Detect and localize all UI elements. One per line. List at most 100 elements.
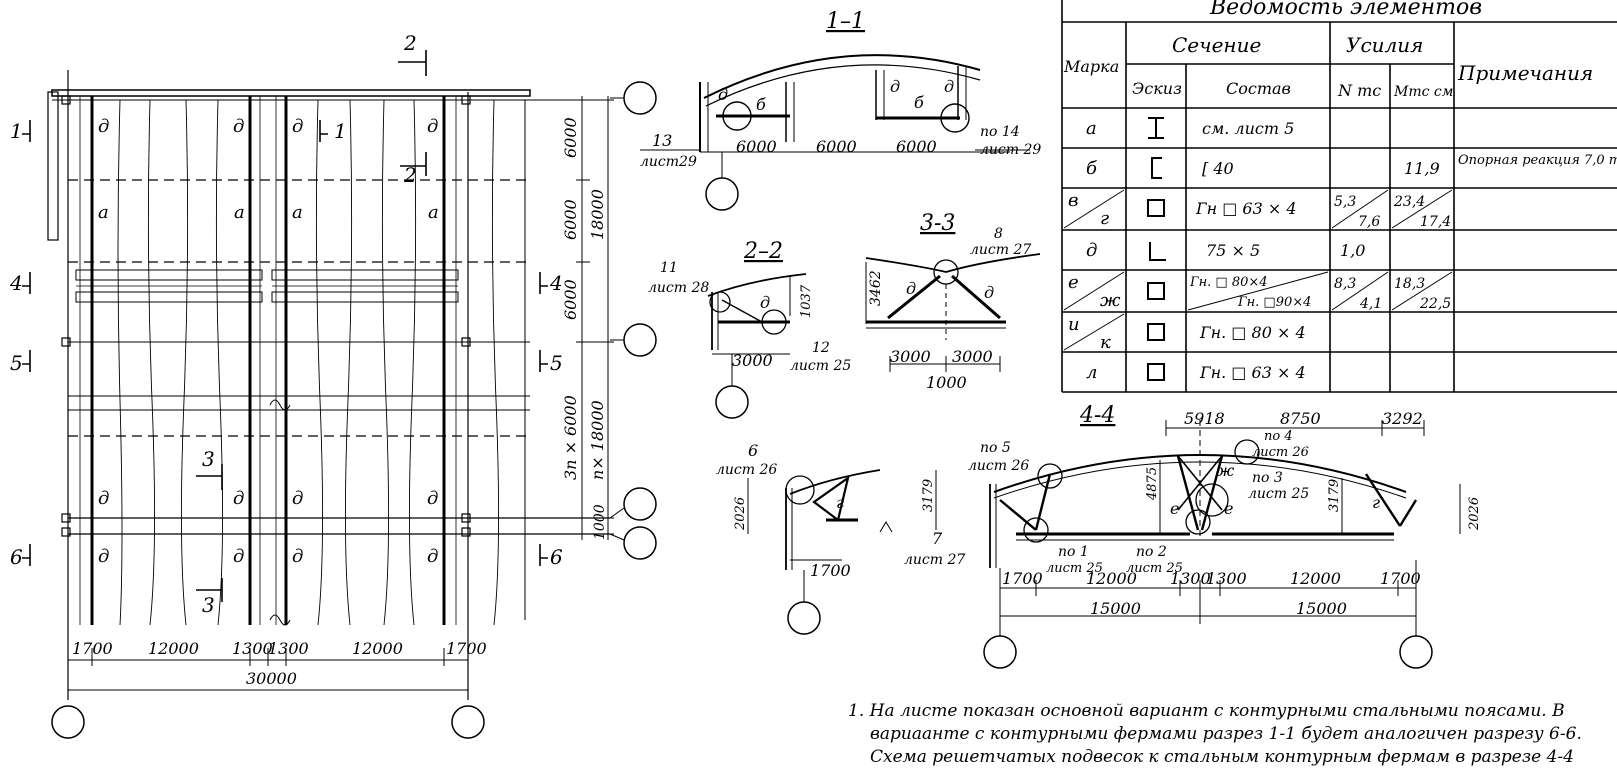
row-mark2: г xyxy=(1100,208,1109,229)
row-comp: Гн. □ 63 × 4 xyxy=(1199,363,1306,382)
th-n: N тс xyxy=(1337,81,1381,100)
mark-d: д xyxy=(98,546,109,567)
s11-mark: д xyxy=(890,77,900,96)
s11-leader-left-num: 13 xyxy=(652,131,672,150)
s11-mark: б xyxy=(914,93,924,112)
row-mark: в xyxy=(1068,190,1078,211)
s44-dim-1300a: 1300 xyxy=(1170,569,1211,588)
mark-d: д xyxy=(233,116,244,137)
cut-label-5: 5 xyxy=(10,351,23,375)
section-2-2 xyxy=(707,273,807,419)
s22-dim-vert: 1037 xyxy=(799,284,814,318)
s44-leader-1-num: по 5 xyxy=(980,440,1011,456)
s11-dim-b: 6000 xyxy=(816,137,857,156)
s44-dim-total-b: 15000 xyxy=(1296,599,1347,618)
s11-dim-c: 6000 xyxy=(896,137,937,156)
section-4-4-title: 4-4 xyxy=(1079,403,1115,428)
row-comp: Гн. □ 80×4 xyxy=(1189,275,1268,290)
row-mark2: ж xyxy=(1100,290,1121,311)
th-forces: Усилия xyxy=(1346,33,1423,57)
row-m: 11,9 xyxy=(1404,159,1440,178)
s44-leader-2-num: по 4 xyxy=(1264,429,1293,444)
row-mark: е xyxy=(1068,272,1079,293)
dim-plan-1700a: 1700 xyxy=(72,639,113,658)
cut-label-2: 2 xyxy=(403,31,417,55)
s22-leader-a-sheet: лист 28 xyxy=(648,280,709,296)
row-n: 8,3 xyxy=(1334,276,1356,292)
row-mark: л xyxy=(1086,362,1097,383)
mark-a: а xyxy=(292,202,303,223)
s44-dim-1300b: 1300 xyxy=(1206,569,1247,588)
dim-right-n18000: n× 18000 xyxy=(588,400,607,480)
elements-table xyxy=(1061,0,1617,393)
dim-right-6000a: 6000 xyxy=(561,117,580,158)
th-sketch: Эскиз xyxy=(1132,79,1182,98)
s33-mark: д xyxy=(906,279,916,298)
table-title: Ведомость элементов xyxy=(1209,0,1482,20)
s11-leader-right-sheet: лист 29 xyxy=(980,142,1041,158)
dim-plan-total: 30000 xyxy=(246,669,297,688)
s44-dim-2026: 2026 xyxy=(1467,497,1482,531)
s44-dim-top-a: 5918 xyxy=(1184,409,1225,428)
cut-label-2b: 2 xyxy=(403,163,417,187)
section-4-4-labels: 4-4 5918 8750 3292 1700 12000 1300 1300 … xyxy=(968,403,1482,618)
s44-leader-4-sheet: лист 25 xyxy=(1046,561,1103,576)
th-mark: Марка xyxy=(1063,57,1119,76)
row-comp: см. лист 5 xyxy=(1202,119,1294,138)
s22-leader-a-num: 11 xyxy=(660,260,678,276)
footnote: 1. На листе показан основной вариант с к… xyxy=(848,700,1608,769)
s11-leader-left-sheet: лист29 xyxy=(640,154,697,170)
s11-leader-right-num: по 14 xyxy=(980,124,1020,140)
row-mark: б xyxy=(1086,158,1098,179)
row-m2: 22,5 xyxy=(1419,296,1451,312)
detail-leader-b-num: 7 xyxy=(932,529,943,548)
plan-labels: 1 4 5 6 1 4 5 6 2 2 3 3 д д д д а а а а … xyxy=(9,31,608,688)
cut-label-3b: 3 xyxy=(202,593,215,617)
s33-dim-a: 3000 xyxy=(890,347,931,366)
s22-mark: д xyxy=(760,293,770,312)
mark-d: д xyxy=(233,546,244,567)
section-3-3-labels: 3-3 8 лист 27 3000 3000 1000 3462 д д xyxy=(868,211,1031,392)
mark-d: д xyxy=(427,116,438,137)
s22-leader-b-num: 12 xyxy=(812,340,830,356)
detail-dim-2026: 2026 xyxy=(733,497,748,531)
row-comp: Гн. □ 80 × 4 xyxy=(1199,323,1306,342)
th-m: Мтс см xyxy=(1393,84,1453,100)
row-n: 1,0 xyxy=(1340,241,1365,260)
s33-mark: д xyxy=(984,283,994,302)
row-mark: д xyxy=(1086,240,1097,261)
s22-dim-bottom: 3000 xyxy=(732,351,773,370)
row-m: 18,3 xyxy=(1394,276,1425,292)
s44-dim-top-c: 3292 xyxy=(1382,409,1423,428)
s33-leader-num: 8 xyxy=(994,226,1003,242)
row-mark2: к xyxy=(1100,332,1111,353)
s33-dim-sub: 1000 xyxy=(926,373,967,392)
s44-dim-top-b: 8750 xyxy=(1280,409,1321,428)
elements-table-text: Ведомость элементов Марка Сечение Эскиз … xyxy=(1063,0,1617,383)
row-mark: а xyxy=(1086,118,1097,139)
cut-label-6: 6 xyxy=(10,545,23,569)
detail-leader-a-num: 6 xyxy=(748,441,758,460)
row-comp: [ 40 xyxy=(1202,159,1234,178)
detail-mark: г xyxy=(836,493,844,512)
roof-plan xyxy=(22,50,657,739)
th-section: Сечение xyxy=(1172,33,1261,57)
row-comp: Гн □ 63 × 4 xyxy=(1195,199,1297,218)
mark-a: а xyxy=(428,202,439,223)
detail-dim-3179: 3179 xyxy=(921,479,936,512)
section-3-3-title: 3-3 xyxy=(920,211,955,236)
row-mark: и xyxy=(1068,314,1080,335)
th-notes: Примечания xyxy=(1457,61,1593,85)
footnote-line-1: 1. На листе показан основной вариант с к… xyxy=(848,701,1565,721)
dim-right-6000c: 6000 xyxy=(561,279,580,320)
mark-d: д xyxy=(98,116,109,137)
dim-plan-12000a: 12000 xyxy=(148,639,199,658)
mark-d: д xyxy=(292,488,303,509)
section-3-3 xyxy=(865,253,1041,372)
cut-label-4: 4 xyxy=(9,271,23,295)
s44-leader-5-num: по 2 xyxy=(1136,544,1167,560)
s44-dim-3179: 3179 xyxy=(1327,479,1342,512)
mark-a: а xyxy=(98,202,109,223)
row-comp2: Гн. □90×4 xyxy=(1237,295,1311,310)
s11-mark: д xyxy=(944,77,954,96)
